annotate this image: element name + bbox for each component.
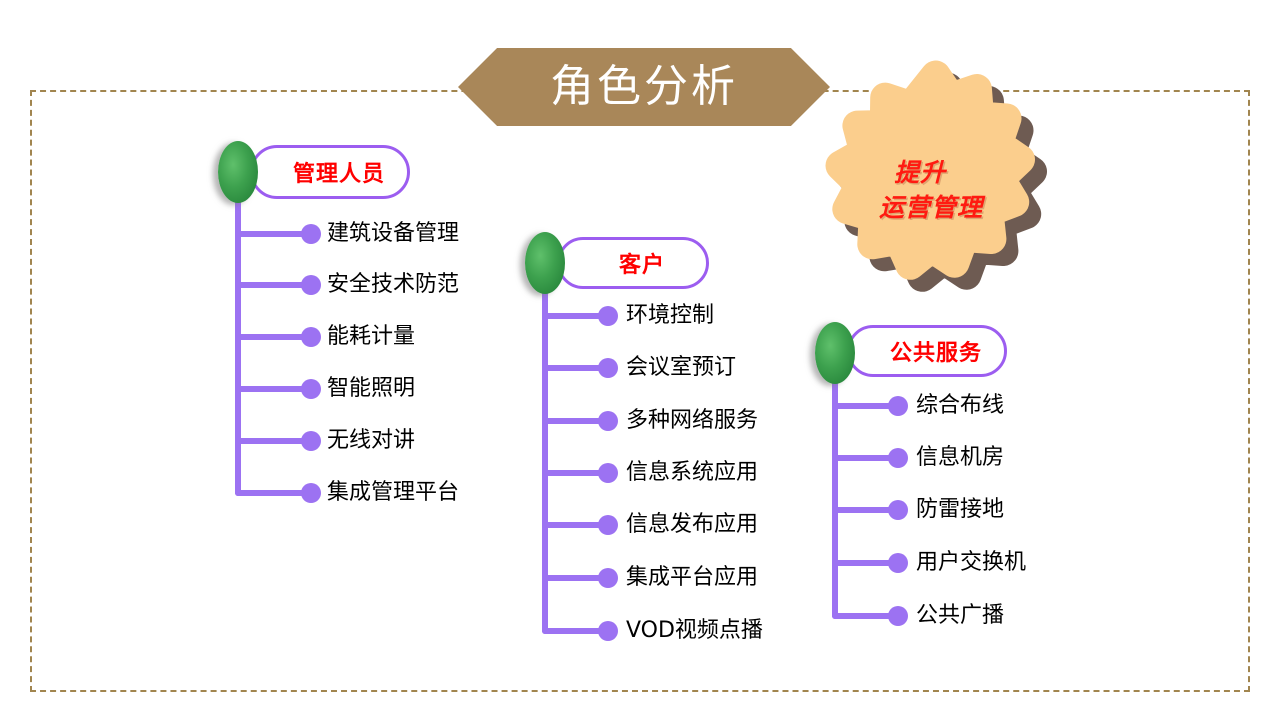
leaf-label: 信息系统应用 [626,460,759,485]
bullet-dot [598,306,618,326]
branch-customer-connectors [542,264,618,641]
leaf-label: 安全技术防范 [327,272,460,297]
bullet-dot [888,553,908,573]
leaf-label: 信息机房 [916,445,1005,470]
leaf-label: 公共广播 [916,603,1005,628]
branch-root-management[interactable]: 管理人员 [250,145,410,199]
bullet-dot [301,379,321,399]
page-title: 角色分析 [550,61,738,112]
bullet-dot [888,500,908,520]
leaf-label: 会议室预订 [626,355,737,380]
leaf-label: 智能照明 [327,376,416,401]
branch-root-label: 客户 [618,253,665,278]
branch-customer: 客户 环境控制 会议室预订 多种网络服务 信息系统应用 信息发布应用 集成平台应… [522,232,862,652]
branch-management: 管理人员 建筑设备管理 安全技术防范 能耗计量 智能照明 无线对讲 集成管理平台 [215,140,545,520]
leaf-label: VOD视频点播 [626,618,763,643]
bullet-dot [301,224,321,244]
title-banner: 角色分析 [458,48,830,126]
bullet-dot [598,411,618,431]
leaf-label: 无线对讲 [327,428,416,453]
leaf-label: 信息发布应用 [626,512,759,537]
bullet-dot [301,327,321,347]
branch-root-label: 管理人员 [292,162,385,187]
bullet-dot [598,515,618,535]
leaf-label: 集成管理平台 [327,480,460,505]
bullet-dot [301,431,321,451]
leaf-label: 建筑设备管理 [327,221,460,246]
bullet-dot [888,606,908,626]
bullet-dot [301,275,321,295]
bullet-dot [598,568,618,588]
leaf-label: 综合布线 [916,393,1005,418]
branch-public-service-connectors [832,354,908,626]
branch-root-label: 公共服务 [889,341,982,366]
leaf-label: 防雷接地 [916,497,1005,522]
bullet-dot [598,463,618,483]
branch-public-service: 公共服务 综合布线 信息机房 防雷接地 用户交换机 公共广播 [812,322,1142,642]
bullet-dot [598,358,618,378]
branch-node-icon-management [218,141,258,203]
leaf-label: 能耗计量 [327,324,416,349]
bullet-dot [598,621,618,641]
branch-node-icon-public-service [815,322,855,384]
leaf-label: 多种网络服务 [626,408,759,433]
bullet-dot [888,396,908,416]
bullet-dot [888,448,908,468]
branch-root-public-service[interactable]: 公共服务 [847,325,1007,377]
branch-management-connectors [235,172,321,503]
starburst-body [825,60,1035,280]
bullet-dot [301,483,321,503]
leaf-label: 用户交换机 [916,550,1027,575]
leaf-label: 环境控制 [626,303,715,328]
leaf-label: 集成平台应用 [626,565,759,590]
branch-root-customer[interactable]: 客户 [557,237,709,289]
branch-node-icon-customer [525,232,565,294]
